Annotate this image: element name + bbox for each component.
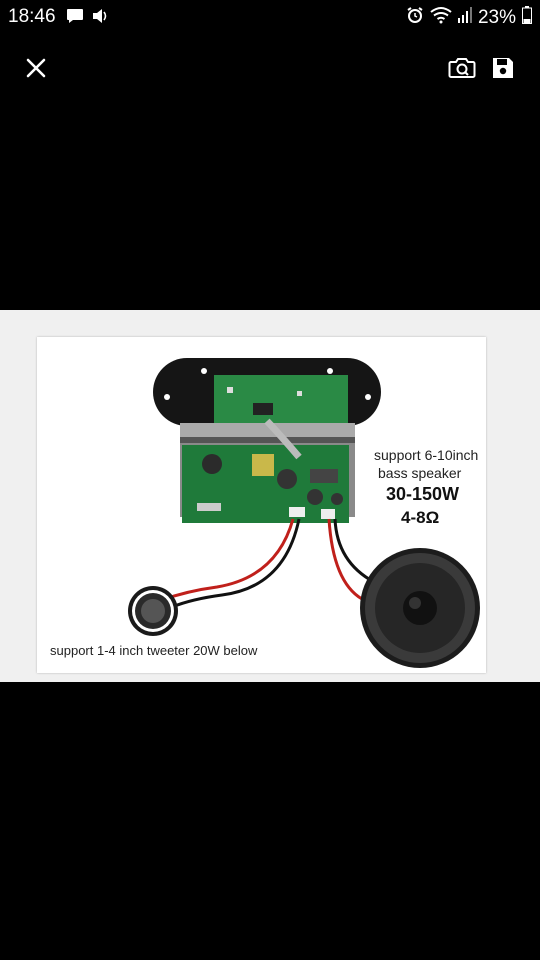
amplifier-illustration — [128, 358, 480, 668]
image-viewer[interactable]: support 6-10inch bass speaker 30-150W 4-… — [0, 310, 540, 682]
volume-icon — [92, 8, 110, 29]
camera-button[interactable] — [440, 46, 484, 90]
close-button[interactable] — [14, 46, 58, 90]
product-image: support 6-10inch bass speaker 30-150W 4-… — [37, 337, 486, 673]
signal-icon — [457, 7, 472, 29]
battery-icon — [522, 6, 532, 30]
tweeter-caption: support 1-4 inch tweeter 20W below — [50, 643, 258, 658]
bass-support-caption: support 6-10inch — [374, 447, 479, 463]
save-button[interactable] — [481, 46, 525, 90]
alarm-icon — [406, 6, 424, 30]
viewer-toolbar — [0, 40, 540, 96]
status-bar: 18:46 23% — [0, 0, 540, 34]
close-icon — [26, 58, 46, 78]
impedance-rating: 4-8Ω — [401, 508, 440, 527]
battery-percent: 23% — [477, 7, 516, 28]
bass-speaker-caption: bass speaker — [378, 465, 462, 481]
power-rating: 30-150W — [386, 484, 460, 504]
tweeter-speaker — [128, 586, 178, 636]
wifi-icon — [430, 6, 452, 30]
status-time: 18:46 — [8, 6, 56, 27]
camera-icon — [448, 58, 476, 78]
status-right: 23% — [406, 6, 532, 30]
message-icon — [66, 8, 84, 29]
status-left-icons — [66, 8, 110, 29]
save-icon — [493, 58, 513, 78]
bass-speaker — [360, 548, 480, 668]
